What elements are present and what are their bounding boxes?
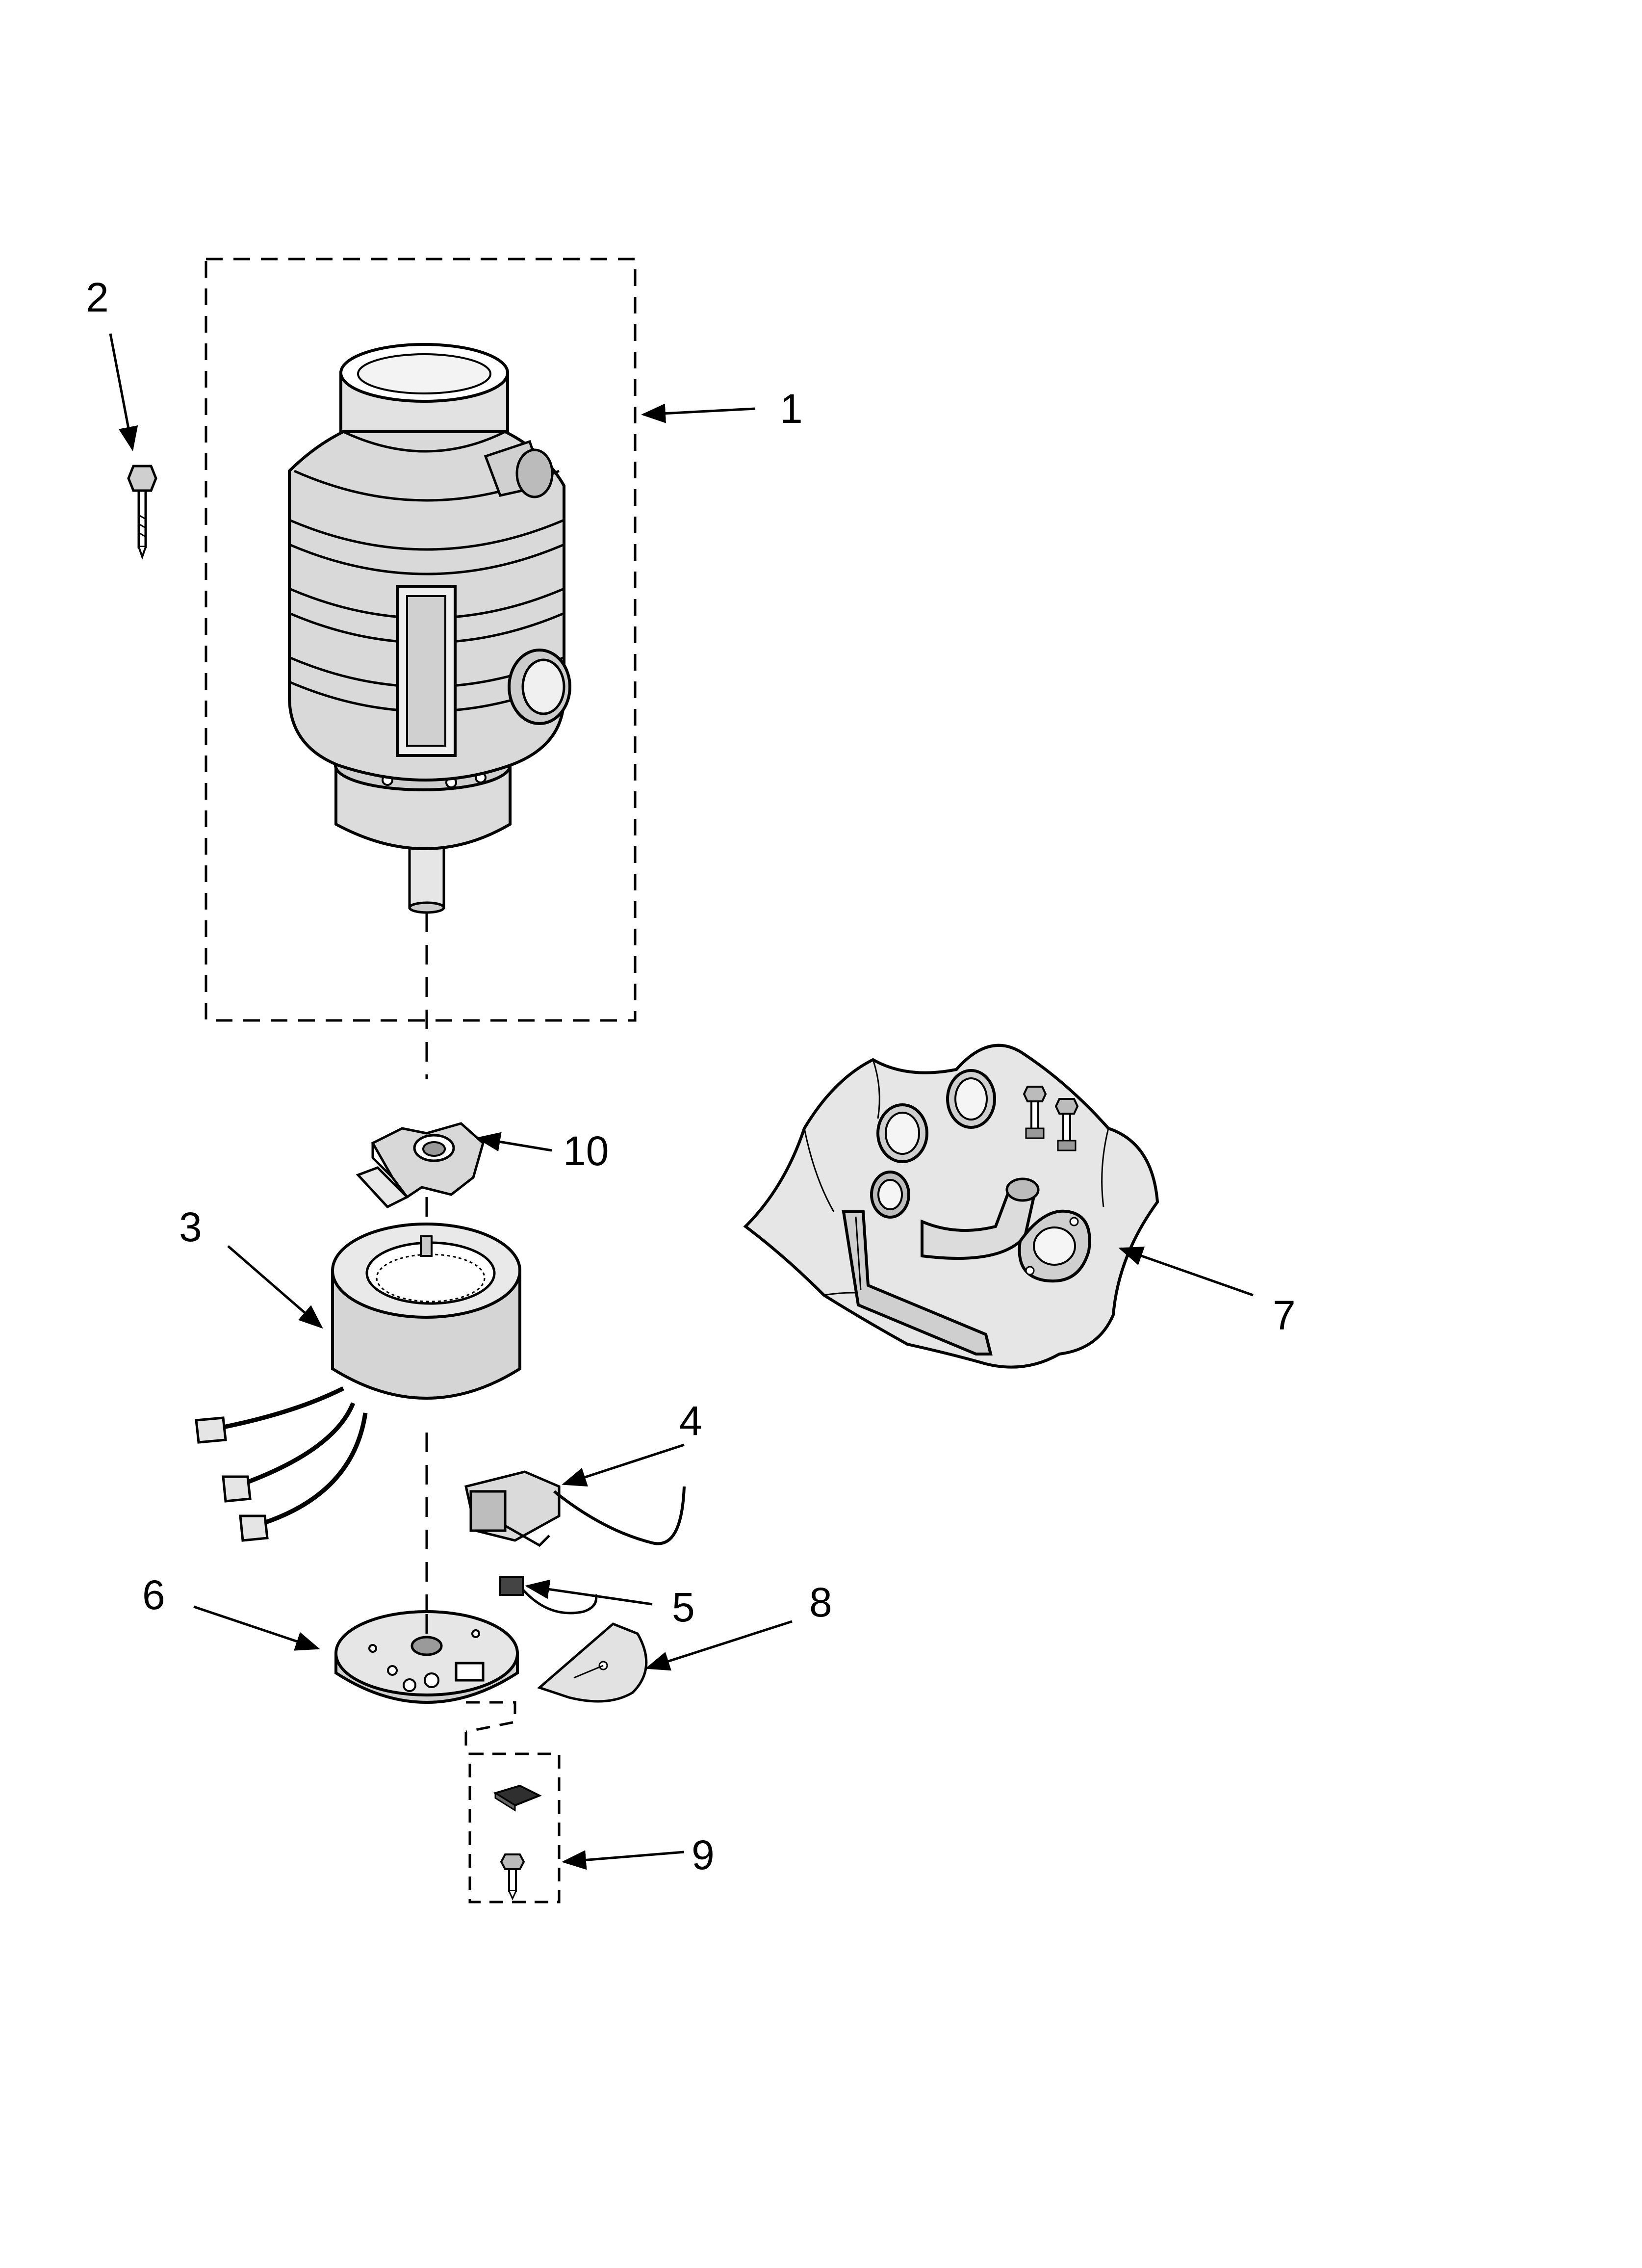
callout-4: 4 — [679, 1398, 702, 1444]
part-3-stator-ring[interactable] — [196, 1224, 520, 1614]
leader-4 — [562, 1443, 685, 1487]
part-7-installation-kit-bag[interactable] — [745, 1045, 1157, 1367]
part-9-hardware-kit[interactable] — [470, 1754, 559, 1902]
part-8-cover[interactable] — [539, 1624, 646, 1701]
leader-5 — [525, 1579, 653, 1606]
callout-6: 6 — [142, 1572, 165, 1618]
part-6-base-plate[interactable] — [336, 1612, 517, 1747]
part-1-dashed-box — [206, 259, 635, 1020]
part-2-screw[interactable] — [128, 466, 156, 557]
part-4-switch[interactable] — [466, 1472, 684, 1545]
callout-1: 1 — [780, 386, 803, 432]
callout-10: 10 — [563, 1128, 609, 1174]
callout-labels: 1 2 3 4 5 6 7 8 9 10 — [86, 274, 1296, 1878]
part-1-housing-assembly[interactable] — [206, 259, 635, 1079]
leader-2 — [109, 333, 138, 451]
part-9-dashed-box — [470, 1754, 559, 1902]
callout-7: 7 — [1273, 1292, 1296, 1338]
part-1-drain-outlet — [509, 650, 570, 724]
leader-8 — [645, 1620, 793, 1671]
part-5-connector[interactable] — [500, 1577, 596, 1613]
leader-7 — [1118, 1247, 1254, 1297]
callout-2: 2 — [86, 274, 109, 320]
part-10-clip[interactable] — [358, 1123, 483, 1236]
callout-3: 3 — [179, 1204, 202, 1250]
leader-6 — [193, 1605, 320, 1651]
leader-9 — [562, 1850, 685, 1870]
leader-lines — [109, 333, 1254, 1870]
part-1-dishwasher-inlet — [486, 442, 552, 497]
leader-3 — [227, 1245, 323, 1329]
leader-1 — [641, 403, 756, 423]
callout-8: 8 — [809, 1579, 832, 1625]
callout-5: 5 — [672, 1584, 695, 1630]
callout-9: 9 — [692, 1832, 715, 1878]
leader-10 — [476, 1132, 552, 1152]
